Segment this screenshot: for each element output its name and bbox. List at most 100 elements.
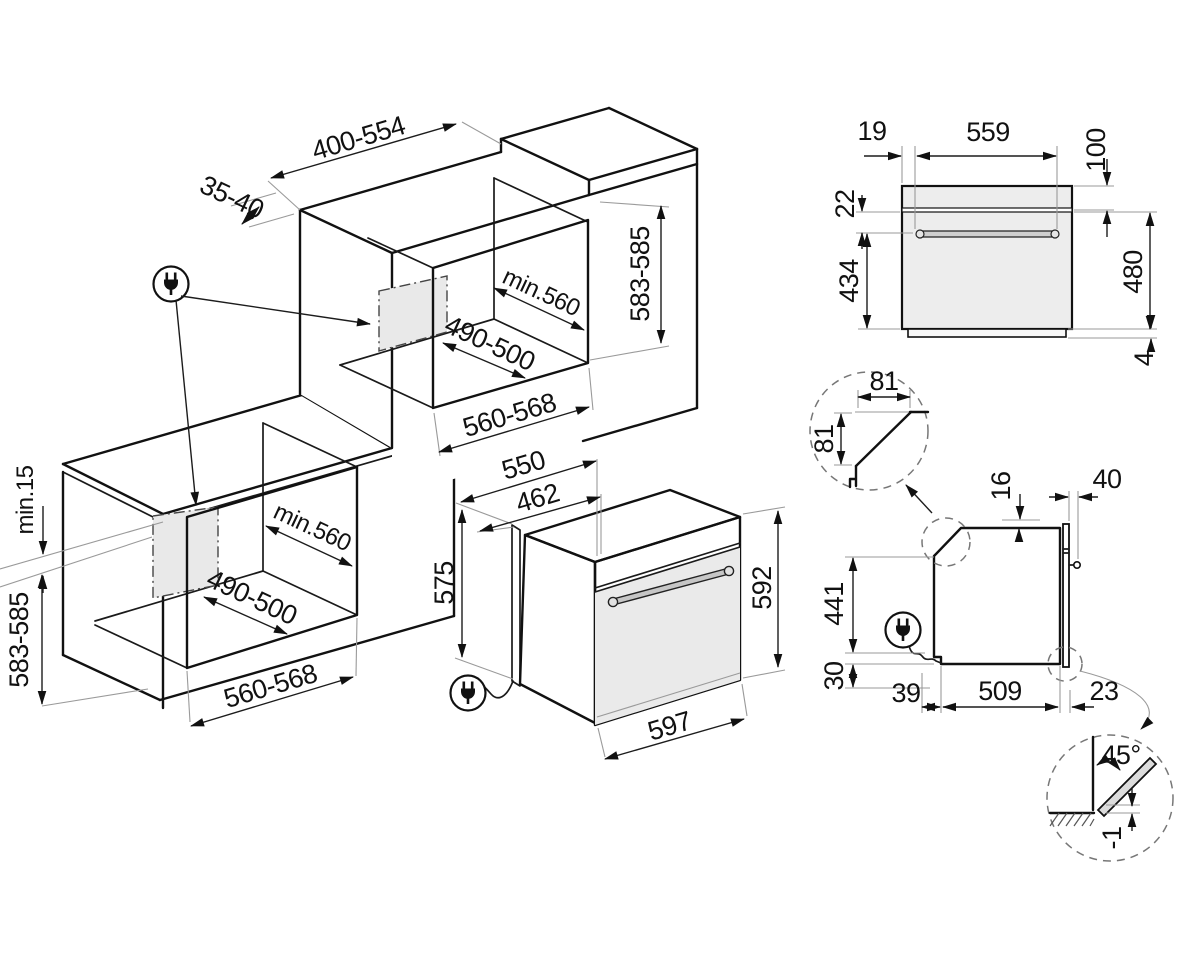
label-side-front-clearance: 39 bbox=[891, 678, 920, 708]
plug-leader-tall bbox=[180, 295, 371, 327]
tall-slab-right-edge bbox=[607, 106, 699, 151]
counter-back-edge bbox=[61, 393, 304, 466]
side-body-outline bbox=[932, 526, 1062, 666]
side-handle-knob bbox=[1073, 560, 1082, 569]
dimension-lines bbox=[37, 123, 1156, 831]
label-front-base-trim: 4 bbox=[1129, 351, 1159, 366]
tall-top-left-edge bbox=[298, 208, 394, 255]
label-oven-front-height: 592 bbox=[747, 566, 777, 610]
oven-side-view bbox=[809, 371, 1154, 730]
oven-door-glass bbox=[595, 547, 740, 725]
tall-slab-back-edge bbox=[499, 106, 611, 141]
label-side-chamfer-height: 81 bbox=[809, 424, 839, 453]
counter-left-front-edge bbox=[61, 462, 165, 516]
tall-side-face bbox=[300, 210, 392, 448]
oven-fascia-lower-edge bbox=[594, 542, 741, 589]
ext-line bbox=[454, 657, 514, 680]
base-cabinet-body-face bbox=[63, 395, 392, 708]
counter-front-edge bbox=[161, 446, 394, 516]
chamfer-detail-circle bbox=[809, 371, 929, 491]
plug-leader-base bbox=[175, 299, 200, 506]
open-door-detail-circle bbox=[1046, 734, 1174, 862]
power-plug-icon bbox=[449, 674, 487, 712]
dim-col-interior-depth bbox=[493, 287, 585, 331]
label-door-angle: 45° bbox=[1101, 740, 1140, 770]
power-plug-icon bbox=[884, 611, 922, 649]
tall-bottom-edge bbox=[581, 406, 699, 443]
base-niche-ceiling-right-edge bbox=[262, 422, 358, 468]
counter-left-underside-edge bbox=[62, 471, 164, 523]
ext-line bbox=[597, 727, 606, 758]
base-electrical-zone-panel bbox=[152, 506, 219, 599]
oven-door-top-edge bbox=[594, 546, 741, 593]
chamfer-diagonal-edge bbox=[854, 410, 913, 468]
ext-line bbox=[0, 521, 164, 570]
ext-line bbox=[455, 502, 513, 525]
chamfer-detail-leader bbox=[905, 484, 933, 514]
side-door-bottom-detail-circle bbox=[1047, 646, 1083, 682]
ext-line bbox=[461, 121, 502, 145]
label-side-bottom-recess: 30 bbox=[819, 661, 849, 690]
label-front-door-height: 480 bbox=[1118, 250, 1148, 294]
label-col-top-cut-width: 400-554 bbox=[308, 110, 409, 166]
ext-line bbox=[0, 536, 153, 588]
label-side-door-projection: 40 bbox=[1092, 464, 1121, 494]
dim-col-floor-depth bbox=[442, 342, 526, 379]
open-door-detail bbox=[1046, 734, 1174, 862]
oven-handle-right-cap bbox=[723, 565, 735, 577]
front-base-trim bbox=[907, 328, 1067, 338]
base-niche-opening bbox=[185, 465, 359, 670]
detail-angle-arc bbox=[1096, 754, 1121, 771]
ext-line bbox=[186, 670, 191, 723]
oven-left-face bbox=[518, 533, 597, 725]
label-side-chamfer-width: 81 bbox=[869, 366, 898, 396]
front-handle-bar bbox=[916, 230, 1059, 238]
ext-line bbox=[589, 345, 670, 361]
ext-line bbox=[230, 192, 277, 207]
oven-door-bottom-line bbox=[596, 672, 741, 718]
label-front-handle-offset: 19 bbox=[857, 116, 886, 146]
tall-slab-front-edge bbox=[587, 147, 699, 182]
ext-line bbox=[476, 526, 515, 533]
ext-line bbox=[355, 617, 358, 677]
tall-niche-ceiling-right-edge bbox=[493, 177, 589, 223]
side-chamfer-detail-circle bbox=[921, 517, 971, 567]
base-niche-floor-back-edge bbox=[94, 570, 264, 622]
dim-oven-width bbox=[604, 718, 745, 760]
ext-line bbox=[267, 180, 301, 211]
tall-slab-left-edge bbox=[499, 137, 591, 182]
dim-base-interior-depth bbox=[265, 525, 353, 567]
base-niche-floor-right-edge bbox=[262, 570, 358, 616]
front-fascia-separator bbox=[901, 207, 1073, 213]
oven-handle-left-cap bbox=[607, 596, 619, 608]
detail-open-door-panel bbox=[1096, 756, 1158, 818]
label-col-niche-height: 583-585 bbox=[625, 226, 655, 322]
ext-line bbox=[248, 213, 295, 228]
label-oven-width: 597 bbox=[644, 706, 694, 747]
tall-niche-ceiling-left-edge bbox=[367, 237, 434, 269]
ext-line bbox=[41, 688, 149, 707]
ext-line bbox=[588, 367, 594, 411]
label-col-rear-clearance: 35-40 bbox=[195, 170, 268, 225]
dim-col-rear-clearance bbox=[241, 206, 260, 225]
tall-niche-floor-back-edge bbox=[339, 318, 495, 366]
tall-niche-floor-left-edge bbox=[339, 364, 434, 409]
label-side-top-recess: 16 bbox=[986, 471, 1016, 500]
dim-base-floor-depth bbox=[203, 596, 288, 635]
label-front-fascia-height: 100 bbox=[1081, 128, 1111, 172]
label-door-drop: -1 bbox=[1097, 826, 1127, 849]
door-detail-leader-arc bbox=[1079, 670, 1154, 730]
label-front-handle-top: 22 bbox=[830, 189, 860, 218]
base-left-bottom-edge bbox=[61, 653, 162, 702]
side-door-profile bbox=[1062, 523, 1070, 668]
tall-electrical-zone-panel bbox=[378, 275, 448, 352]
base-niche-floor-left-edge bbox=[94, 624, 188, 669]
chamfer-lower-step-edge bbox=[848, 464, 858, 489]
base-cabinet-view bbox=[61, 393, 456, 710]
label-front-below-handle: 434 bbox=[834, 259, 864, 303]
label-side-chassis-depth: 509 bbox=[978, 676, 1022, 706]
tall-top-back-edge bbox=[298, 150, 503, 212]
ext-line bbox=[742, 669, 786, 679]
label-side-rear-height: 441 bbox=[819, 582, 849, 626]
